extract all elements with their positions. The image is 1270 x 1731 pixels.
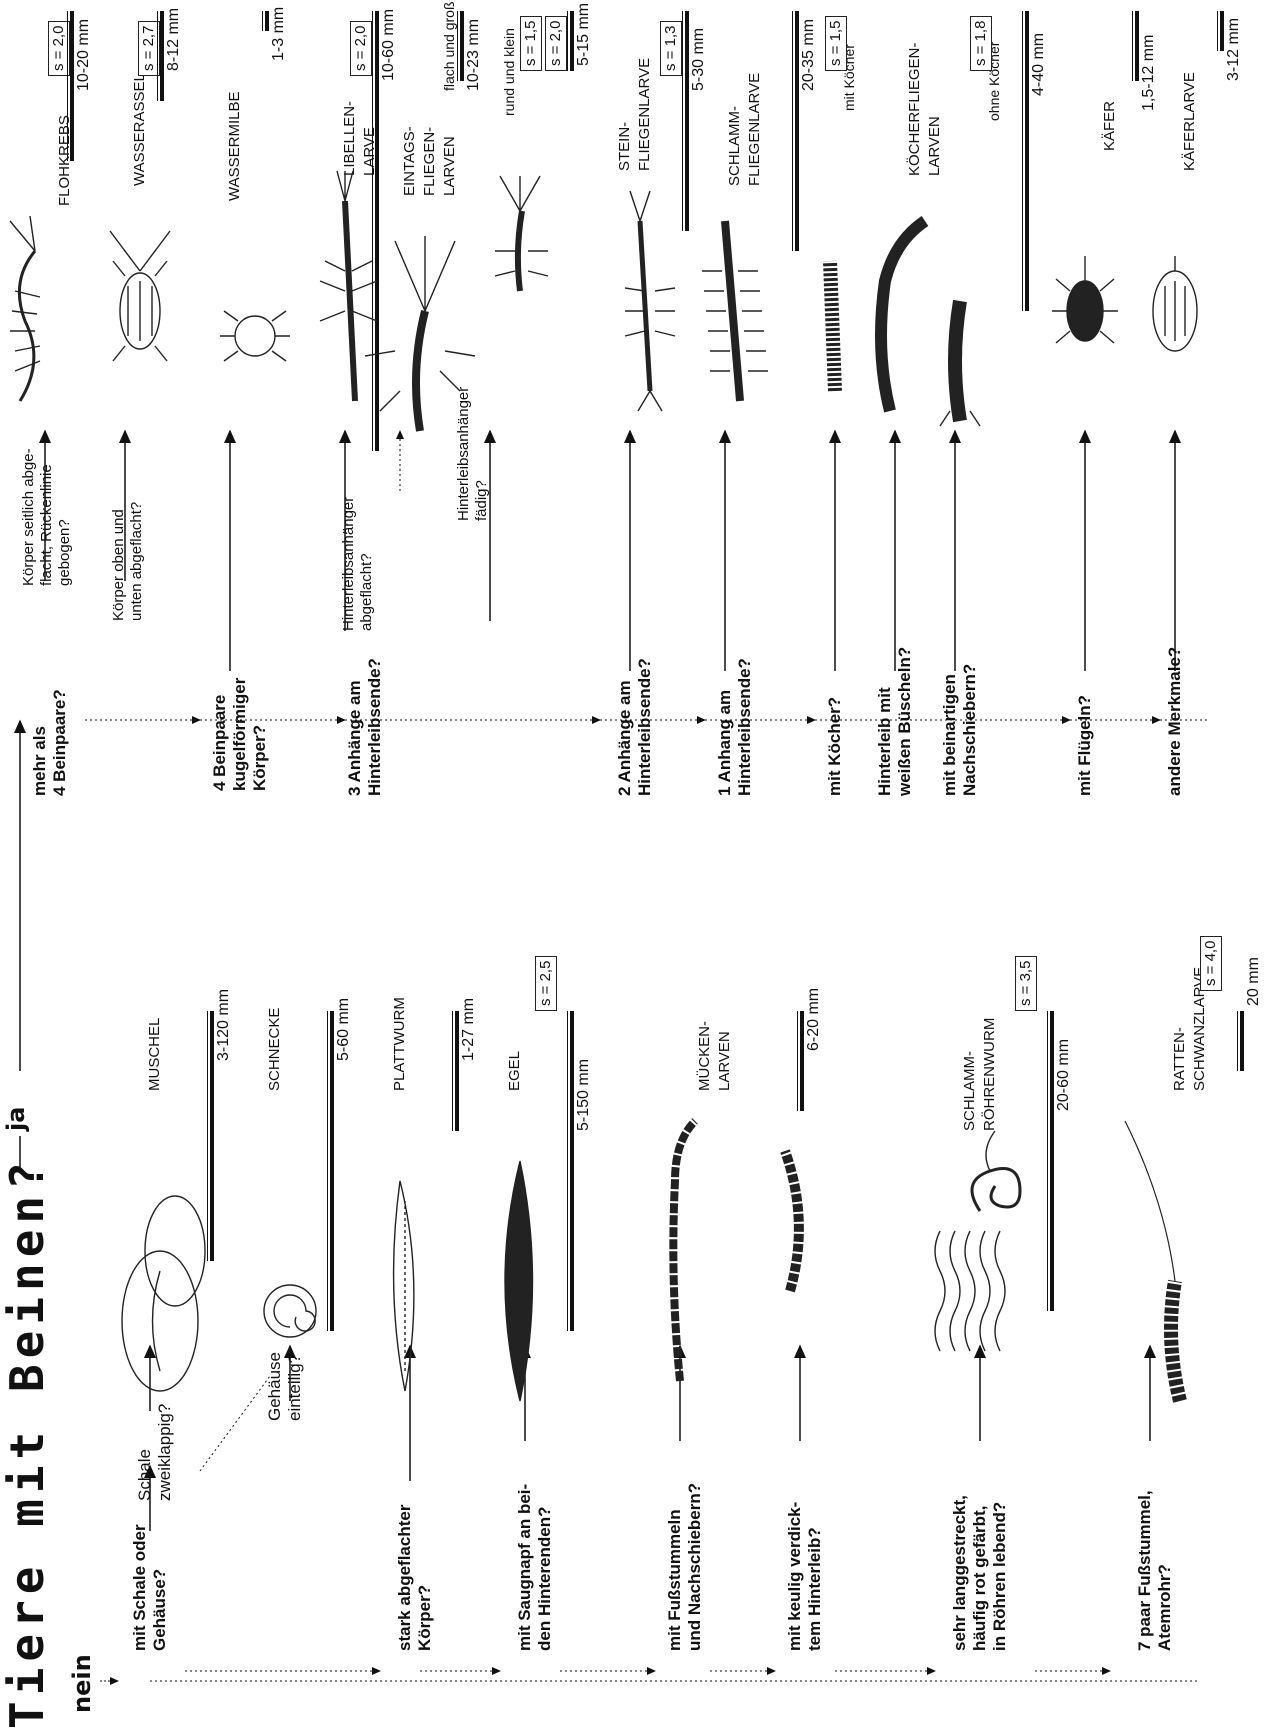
q-with-case: mit Köcher? [825, 697, 845, 796]
q-leglike-pushers: mit beinartigen Nachschiebern? [940, 664, 980, 796]
s-eintags-rund: s = 2,0 [545, 16, 567, 71]
q-other-features: andere Merkmale? [1165, 647, 1185, 796]
bar-wasserassel [160, 11, 164, 101]
bar-kaeferlarve [1220, 11, 1224, 51]
bar-wassermilbe [265, 11, 269, 31]
bar-steinfliege [685, 11, 689, 231]
s-egel: s = 2,5 [535, 956, 557, 1011]
label-roehrenwurm: SCHLAMM- RÖHRENWURM [960, 1018, 1000, 1131]
label-kaefer: KÄFER [1100, 101, 1120, 151]
size-wasserassel: 8-12 mm [165, 8, 183, 71]
label-plattwurm: PLATTWURM [390, 997, 410, 1091]
size-schnecke: 5-60 mm [335, 998, 353, 1061]
s-libelle: s = 2,0 [350, 21, 372, 76]
q-with-wings: mit Flügeln? [1075, 695, 1095, 796]
size-eintags-rund: 5-15 mm [575, 3, 593, 66]
q-legs-4-spherical: 4 Beinpaare kugelförmiger Körper? [210, 678, 270, 791]
q-seven-pairs: 7 paar Fußstummel, Atemrohr? [1135, 1490, 1175, 1651]
label-wassermilbe: WASSERMILBE [225, 92, 245, 201]
size-koecher-ohne: 4-40 mm [1030, 33, 1048, 96]
bar-egel [570, 1011, 574, 1331]
bar-libelle [375, 11, 379, 451]
bar-muecken [800, 1011, 804, 1111]
bar-muschel [210, 1011, 214, 1261]
size-rattenschwanz: 20 mm [1245, 957, 1263, 1006]
size-roehrenwurm: 20-60 mm [1055, 1039, 1073, 1111]
q-body-top-flat: Körper oben und unten abgeflacht? [110, 502, 146, 621]
bar-rattenschwanz [1240, 1011, 1244, 1071]
size-kaefer: 1,5-12 mm [1140, 35, 1158, 111]
bar-flohkrebs [70, 11, 74, 161]
label-schlammfliege: SCHLAMM- FLIEGENLARVE [725, 73, 765, 186]
q-shell-bivalve: Schale zweiklappig? [135, 1404, 175, 1501]
q-one-appendage: 1 Anhang am Hinterleibsende? [715, 658, 755, 796]
q-three-appendages: 3 Anhänge am Hinterleibsende? [345, 658, 385, 796]
label-eintagsfliege: EINTAGS- FLIEGEN- LARVEN [400, 126, 460, 196]
q-append-flat: Hinterleibsanhänger abgeflacht? [340, 497, 376, 631]
bar-schnecke [330, 1011, 334, 1331]
label-egel: EGEL [505, 1051, 525, 1091]
bar-koecher-ohne [1025, 11, 1029, 311]
size-flohkrebs: 10-20 mm [75, 19, 93, 91]
q-body-side-flat: Körper seitlich abge- flacht, Rückenlini… [20, 448, 74, 586]
s-eintags-flach: s = 1,5 [520, 16, 542, 71]
size-wassermilbe: 1-3 mm [270, 7, 288, 61]
q-shell-or-housing: mit Schale oder Gehäuse? [130, 1524, 170, 1651]
label-libelle: LIBELLEN- LARVE [340, 101, 380, 176]
size-egel: 5-150 mm [575, 1059, 593, 1131]
label-muecken: MÜCKEN- LARVEN [695, 1021, 735, 1091]
q-very-elongated: sehr langgestreckt, häufig rot gefärbt, … [950, 1495, 1010, 1651]
q-legs-more-4: mehr als 4 Beinpaare? [30, 689, 70, 796]
q-two-appendages: 2 Anhänge am Hinterleibsende? [615, 658, 655, 796]
bar-roehrenwurm [1050, 1011, 1054, 1311]
s-koecher-ohne: s = 1,8 [970, 16, 992, 71]
q-foot-stubs: mit Fußstummeln und Nachschiebern? [665, 1483, 705, 1651]
bar-plattwurm [455, 1011, 459, 1131]
s-roehrenwurm: s = 3,5 [1015, 956, 1037, 1011]
size-eintags-flach: 10-23 mm [465, 19, 483, 91]
label-schnecke: SCHNECKE [265, 1008, 285, 1091]
s-steinfliege: s = 1,3 [660, 21, 682, 76]
q-club-thick: mit keulig verdick- tem Hinterleib? [785, 1502, 825, 1651]
bar-eintags-rund [570, 11, 574, 71]
size-plattwurm: 1-27 mm [460, 998, 478, 1061]
size-muschel: 3-120 mm [215, 989, 233, 1061]
size-libelle: 10-60 mm [380, 9, 398, 81]
size-schlammfliege: 20-35 mm [800, 19, 818, 91]
label-steinfliege: STEIN- FLIEGENLARVE [615, 58, 655, 171]
s-koecher-mit: s = 1,5 [825, 16, 847, 71]
bar-kaefer [1135, 11, 1139, 81]
label-kaeferlarve: KÄFERLARVE [1180, 72, 1200, 171]
label-koecherfliege: KÖCHERFLIEGEN- LARVEN [905, 43, 945, 176]
note-eintags-rund: rund und klein [500, 28, 519, 116]
q-strongly-flat: stark abgeflachter Körper? [395, 1505, 435, 1651]
q-append-thread: Hinterleibsanhänger fädig? [455, 387, 491, 521]
bar-schlammfliege [795, 11, 799, 251]
s-rattenschwanz: s = 4,0 [1200, 936, 1222, 991]
label-muschel: MUSCHEL [145, 1018, 165, 1091]
size-muecken: 6-20 mm [805, 988, 823, 1051]
q-white-tufts: Hinterleib mit weißen Büscheln? [875, 647, 915, 796]
size-steinfliege: 5-30 mm [690, 28, 708, 91]
q-suckers: mit Saugnapf an bei- den Hinterenden? [515, 1484, 555, 1651]
bar-eintags-flach [460, 11, 464, 81]
q-housing-one-piece: Gehäuse einteilig? [265, 1352, 305, 1421]
label-wasserassel: WASSERASSEL [130, 73, 150, 186]
size-kaeferlarve: 3-12 mm [1225, 18, 1243, 81]
